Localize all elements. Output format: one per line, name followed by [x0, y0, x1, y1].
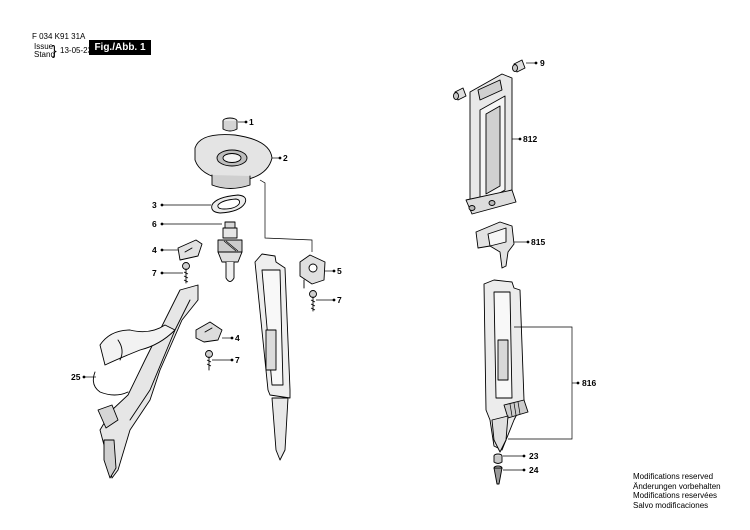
document-number: F 034 K91 31A [32, 32, 86, 41]
part-9-pins [453, 59, 526, 101]
note-de: Änderungen vorbehalten [633, 481, 721, 491]
modification-notes: Modifications reserved Änderungen vorbeh… [633, 472, 721, 510]
callout-815: 815 [514, 237, 545, 247]
stand-label: Stand [34, 50, 55, 59]
svg-text:23: 23 [529, 451, 539, 461]
svg-text:25: 25 [71, 372, 81, 382]
svg-text:7: 7 [337, 295, 342, 305]
svg-text:816: 816 [582, 378, 596, 388]
part-2-head-plate [194, 134, 313, 252]
part-1-cap [222, 117, 238, 132]
part-816-lower-leg [483, 279, 529, 453]
callout-3: 3 [152, 200, 211, 210]
figure-label: Fig./Abb. 1 [89, 40, 151, 55]
svg-text:4: 4 [235, 333, 240, 343]
part-7-screw-right [309, 290, 317, 312]
callout-2: 2 [272, 153, 288, 163]
part-812-upper-housing [465, 73, 517, 215]
callout-7-upper: 7 [152, 268, 183, 278]
callout-23: 23 [503, 451, 539, 461]
callout-7-right: 7 [316, 295, 342, 305]
part-24-spike [493, 465, 503, 485]
callout-816: 816 [508, 326, 596, 440]
part-4-clip-lower [195, 321, 223, 343]
svg-text:2: 2 [283, 153, 288, 163]
note-en: Modifications reserved [633, 472, 714, 481]
header-brace: } [52, 42, 57, 58]
svg-text:1: 1 [249, 117, 254, 127]
svg-text:24: 24 [529, 465, 539, 475]
note-fr: Modifications reservées [633, 491, 718, 500]
part-23-tip-cap [493, 453, 503, 464]
svg-text:7: 7 [235, 355, 240, 365]
svg-text:5: 5 [337, 266, 342, 276]
part-7-screw-upper [182, 262, 190, 284]
part-7-screw-lower [205, 350, 213, 371]
callout-5: 5 [325, 266, 342, 276]
svg-text:815: 815 [531, 237, 545, 247]
part-4-clip-upper [177, 239, 203, 261]
part-3-gasket [211, 194, 247, 214]
note-es: Salvo modificaciones [633, 500, 709, 510]
svg-text:3: 3 [152, 200, 157, 210]
callout-24: 24 [503, 465, 539, 475]
svg-text:9: 9 [540, 58, 545, 68]
issue-date: 13-05-23 [60, 46, 93, 55]
callout-1: 1 [238, 117, 254, 127]
callout-6: 6 [152, 219, 222, 229]
center-leg [254, 253, 291, 461]
callout-4-lower: 4 [222, 333, 240, 343]
callout-4-upper: 4 [152, 245, 178, 255]
svg-text:812: 812 [523, 134, 537, 144]
svg-text:6: 6 [152, 219, 157, 229]
svg-text:4: 4 [152, 245, 157, 255]
part-6-threaded-stud [217, 221, 243, 282]
callout-812: 812 [512, 134, 537, 144]
part-5-bracket [299, 254, 326, 289]
callout-7-lower: 7 [212, 355, 240, 365]
callout-25: 25 [71, 372, 96, 382]
svg-text:7: 7 [152, 268, 157, 278]
callout-9: 9 [526, 58, 545, 68]
part-25-leg-assembly [92, 284, 199, 479]
issue-label: Issue [34, 42, 54, 51]
part-815-clamp [475, 221, 515, 269]
